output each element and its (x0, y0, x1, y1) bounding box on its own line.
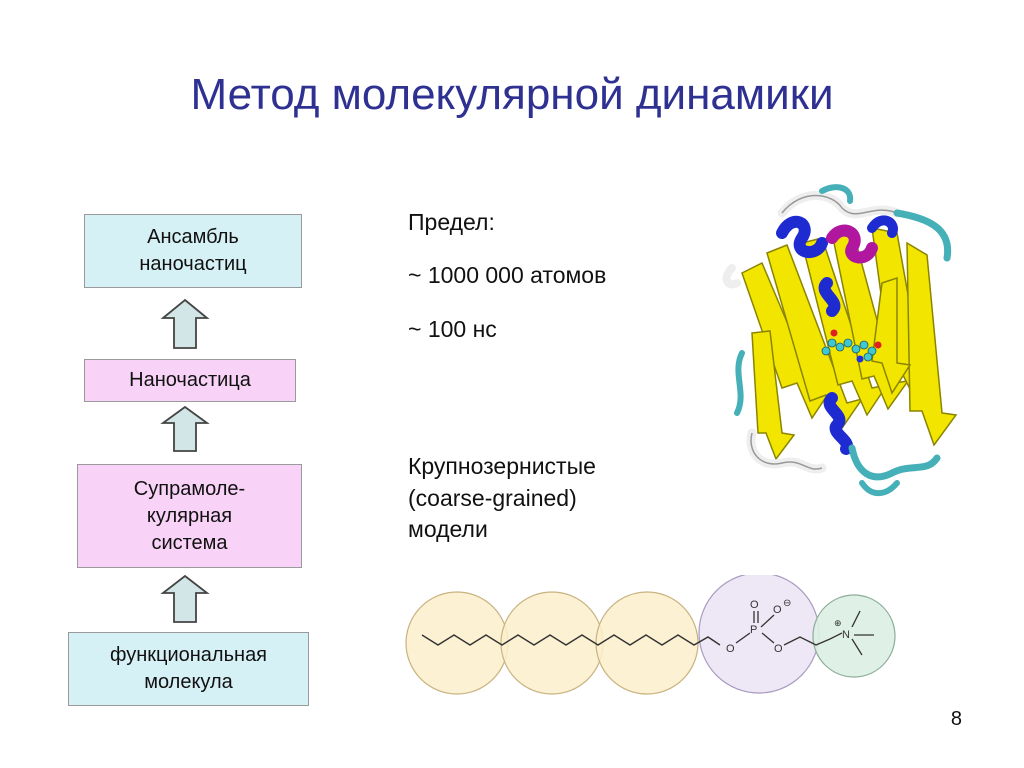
slide-title: Метод молекулярной динамики (190, 70, 834, 119)
up-arrow-icon (160, 405, 210, 452)
box-supramolecular-system: Супрамоле- кулярная система (77, 464, 302, 568)
limits-heading: Предел: (408, 209, 495, 235)
atom-o: O (750, 599, 759, 611)
atom-n: N (842, 629, 850, 641)
limits-text: Предел: ~ 1000 000 атомов ~ 100 нс (408, 206, 606, 346)
up-arrow-icon (160, 574, 210, 623)
atom-o: O (774, 643, 783, 655)
page-number: 8 (950, 708, 962, 730)
coarse-line-3: модели (408, 516, 488, 543)
box-nanoparticle: Наночастица (84, 359, 296, 402)
coarse-grained-text: Крупнозернистые (coarse-grained) модели (408, 451, 596, 546)
box-nanoparticle-ensemble: Ансамбль наночастиц (84, 214, 302, 288)
limits-time: ~ 100 нс (408, 315, 497, 342)
box-functional-molecule: функциональная молекула (68, 632, 309, 706)
plus-charge-icon: ⊕ (834, 619, 842, 629)
atom-o: O (726, 643, 735, 655)
limits-atoms: ~ 1000 000 атомов (408, 262, 607, 289)
atom-p: P (750, 624, 757, 636)
coarse-line-2: (coarse-grained) (408, 484, 577, 511)
atom-o: O (773, 604, 782, 616)
minus-charge-icon: ⊖ (783, 598, 791, 609)
coarse-grained-molecule-image: O P O O ⊖ O N ⊕ (405, 575, 896, 695)
coarse-line-1: Крупнозернистые (408, 453, 596, 479)
protein-structure-image (722, 184, 958, 497)
up-arrow-icon (160, 298, 210, 349)
